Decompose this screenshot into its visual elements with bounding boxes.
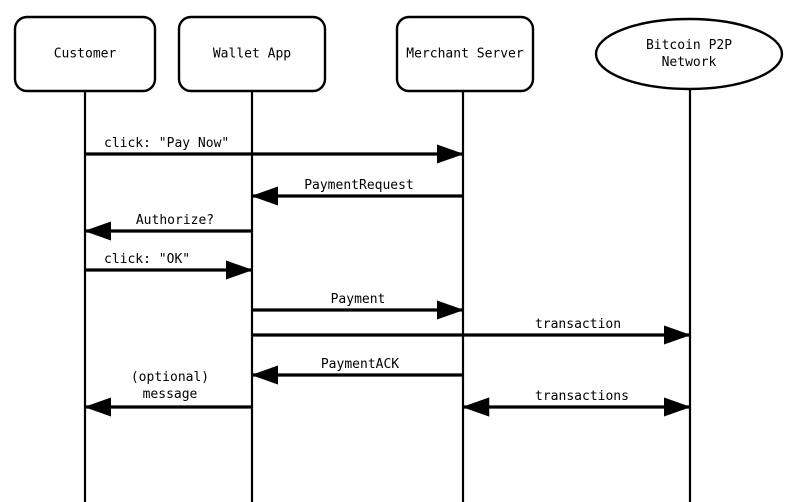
- participant-label-customer: Customer: [54, 47, 117, 62]
- messages-layer: click: "Pay Now" PaymentRequestAuthorize?…: [84, 136, 691, 417]
- message-msg-payment-ack[interactable]: PaymentACK: [251, 357, 463, 385]
- message-msg-click-ok[interactable]: click: "OK": [85, 252, 253, 280]
- participant-shape-box-customer: [13, 15, 157, 93]
- message-label-msg-click-pay-now: click: "Pay Now": [104, 136, 229, 151]
- message-label-msg-payment-ack: PaymentACK: [321, 357, 399, 372]
- message-label-msg-optional-message: message: [143, 387, 198, 402]
- message-label-msg-payment: Payment: [331, 292, 386, 307]
- participant-label-bitcoin-p2p-network: Network: [662, 55, 717, 70]
- participant-bitcoin-p2p-network[interactable]: Bitcoin P2P Network: [594, 17, 784, 91]
- participant-label-wallet-app: Wallet App: [213, 47, 291, 62]
- participant-shape-box-wallet-app: [177, 15, 327, 93]
- message-label-msg-authorize: Authorize?: [136, 213, 214, 228]
- message-msg-payment[interactable]: Payment: [252, 292, 464, 320]
- message-label-msg-payment-request: PaymentRequest: [304, 178, 414, 193]
- message-label-msg-transaction: transaction: [535, 317, 621, 332]
- participant-customer[interactable]: Customer: [13, 15, 157, 93]
- participant-label-bitcoin-p2p-network: Bitcoin P2P: [646, 38, 732, 53]
- participant-shape-ellipse-bitcoin-p2p-network: [594, 17, 784, 91]
- message-msg-click-pay-now[interactable]: click: "Pay Now": [85, 136, 464, 164]
- message-msg-transactions[interactable]: transactions: [462, 389, 691, 417]
- message-msg-authorize[interactable]: Authorize?: [84, 213, 252, 241]
- message-msg-optional-message[interactable]: (optional) message: [84, 370, 252, 417]
- participants-layer: Customer Wallet App Merchant Server Bitcoin…: [13, 15, 784, 93]
- participant-wallet-app[interactable]: Wallet App: [177, 15, 327, 93]
- participant-shape-box-merchant-server: [395, 15, 535, 93]
- message-msg-transaction[interactable]: transaction: [252, 317, 691, 345]
- message-msg-payment-request[interactable]: PaymentRequest: [251, 178, 463, 206]
- message-label-msg-click-ok: click: "OK": [104, 252, 190, 267]
- message-label-msg-optional-message: (optional): [131, 370, 209, 385]
- message-label-msg-transactions: transactions: [535, 389, 629, 404]
- participant-label-merchant-server: Merchant Server: [406, 47, 524, 62]
- participant-merchant-server[interactable]: Merchant Server: [395, 15, 535, 93]
